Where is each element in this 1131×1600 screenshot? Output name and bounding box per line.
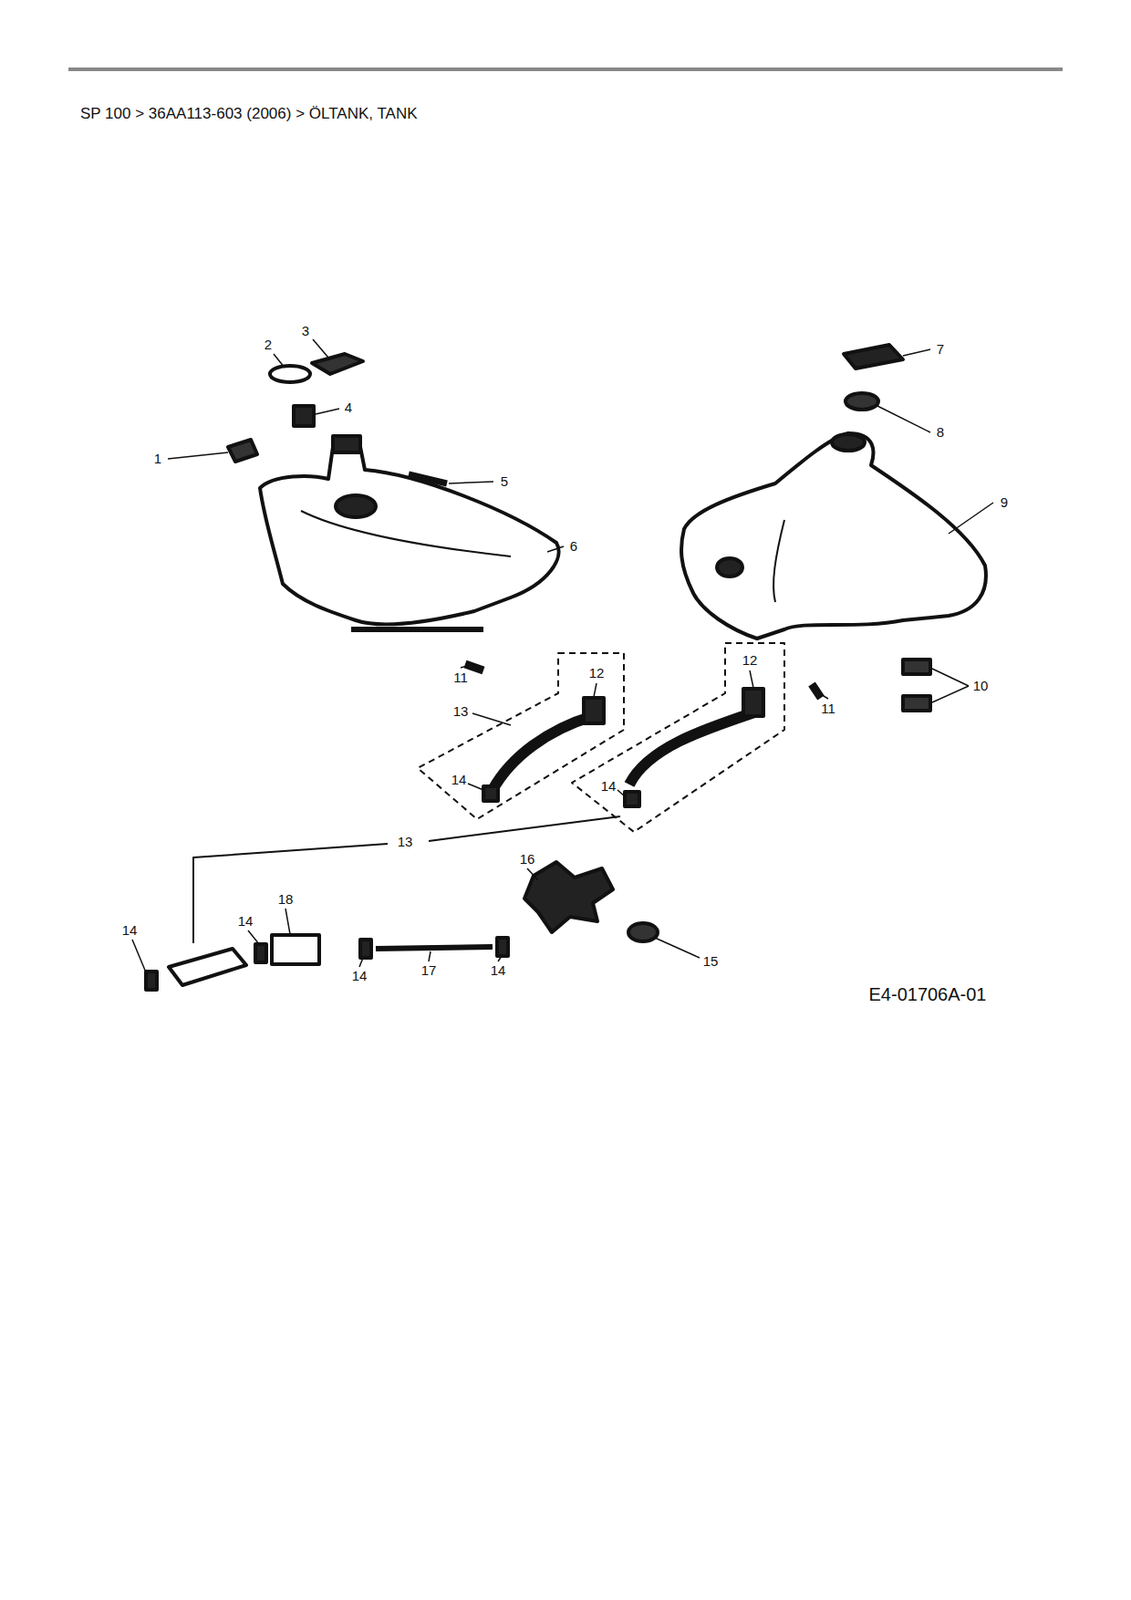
callout-number: 11 — [820, 701, 836, 717]
callout-number: 18 — [278, 892, 294, 908]
callout-number: 17 — [421, 963, 437, 979]
breadcrumb-title: SP 100 > 36AA113-603 (2006) > ÖLTANK, TA… — [80, 105, 418, 124]
callout-number: 15 — [703, 954, 719, 970]
callout-number: 11 — [453, 670, 468, 686]
header-rule — [68, 67, 1063, 72]
callout-number: 14 — [238, 913, 254, 930]
callout-number: 13 — [453, 704, 469, 720]
callout-number: 5 — [500, 474, 509, 490]
callout-number: 12 — [589, 665, 605, 682]
callout-number: 8 — [936, 425, 945, 441]
drawing-code: E4-01706A-01 — [869, 984, 987, 1005]
callout-number: 3 — [301, 323, 310, 340]
callout-number: 14 — [122, 923, 138, 939]
leader-lines — [132, 339, 994, 973]
callout-number: 2 — [264, 337, 272, 353]
callout-number: 6 — [570, 539, 578, 555]
callout-number: 1 — [154, 451, 162, 467]
callout-number: 7 — [936, 342, 945, 358]
tank-drawing — [145, 344, 986, 990]
callout-number: 16 — [519, 851, 536, 868]
callout-number: 14 — [490, 963, 507, 979]
callout-number: 13 — [397, 834, 414, 851]
callout-number: 10 — [973, 678, 989, 695]
callout-number: 14 — [451, 772, 467, 789]
callout-number: 12 — [742, 653, 758, 669]
callout-number: 14 — [352, 968, 368, 985]
callout-number: 14 — [601, 778, 617, 795]
callout-number: 9 — [1000, 495, 1008, 511]
callout-number: 4 — [344, 400, 353, 416]
